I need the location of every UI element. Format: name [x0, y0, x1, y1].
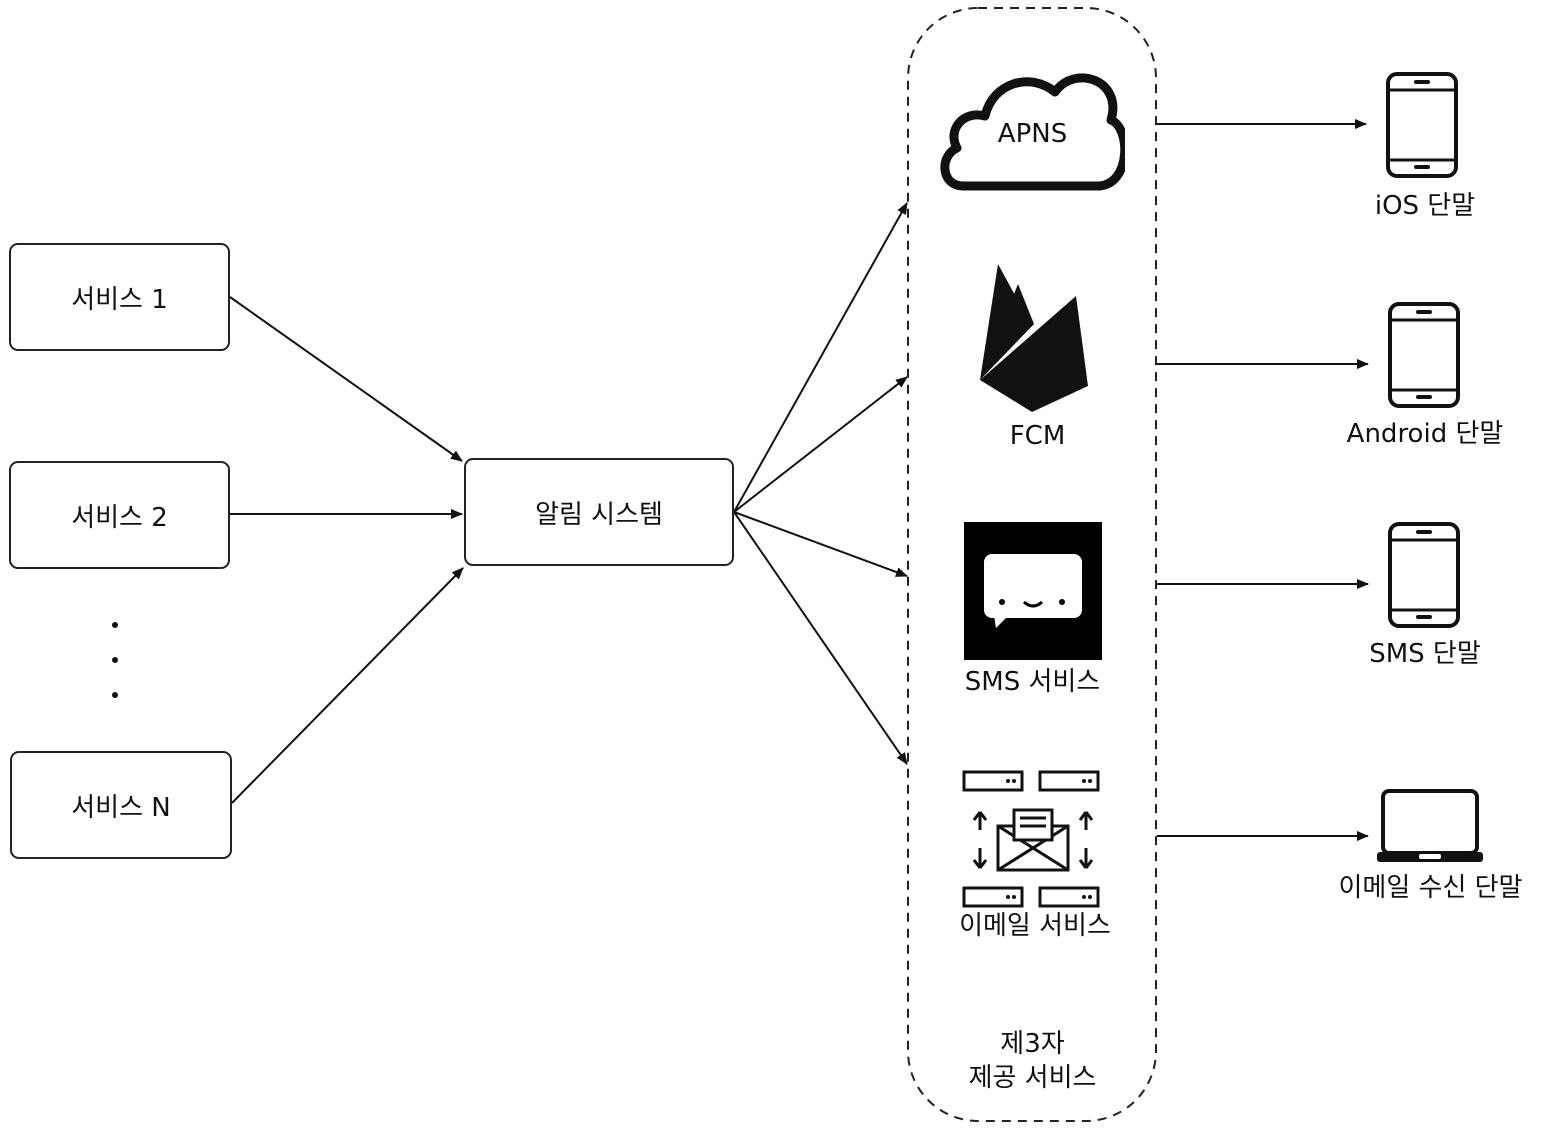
arrow-system-to-sms — [733, 511, 908, 577]
arrow-system-to-email — [733, 511, 908, 765]
email-device-label: 이메일 수신 단말 — [1338, 873, 1523, 903]
arrow-system-to-apns — [733, 202, 908, 513]
service-2-box[interactable]: 서비스 2 — [9, 461, 230, 569]
phone-icon — [1388, 522, 1460, 628]
ellipsis-dot — [112, 622, 118, 628]
service-n-box[interactable]: 서비스 N — [10, 751, 232, 859]
third-party-caption-line2: 제공 서비스 — [968, 1062, 1097, 1093]
chat-bubble-icon — [964, 522, 1102, 660]
firebase-icon — [980, 264, 1088, 412]
email-service-label: 이메일 서비스 — [959, 911, 1111, 941]
ios-device-label: iOS 단말 — [1374, 191, 1476, 221]
fcm-label: FCM — [1009, 421, 1066, 451]
laptop-icon — [1377, 789, 1483, 862]
arrow-serviceN-to-system — [231, 567, 464, 804]
service-1-label: 서비스 1 — [71, 284, 168, 315]
service-2-label: 서비스 2 — [71, 502, 168, 533]
third-party-caption: 제3자 제공 서비스 — [945, 1028, 1120, 1096]
notification-system-label: 알림 시스템 — [535, 499, 663, 530]
arrow-system-to-fcm — [733, 376, 908, 513]
arrow-service1-to-system — [229, 296, 463, 462]
service-n-label: 서비스 N — [71, 792, 171, 823]
phone-icon — [1386, 72, 1458, 178]
third-party-caption-line1: 제3자 — [1000, 1029, 1065, 1059]
ellipsis-dot — [112, 692, 118, 698]
notification-system-box[interactable]: 알림 시스템 — [464, 458, 734, 566]
third-party-container — [907, 7, 1157, 1122]
sms-device-label: SMS 단말 — [1369, 639, 1481, 669]
ellipsis-dot — [112, 657, 118, 663]
phone-icon — [1388, 302, 1460, 408]
android-device-label: Android 단말 — [1346, 419, 1504, 449]
cloud-icon — [940, 73, 1125, 191]
email-servers-icon — [962, 770, 1100, 908]
apns-label: APNS — [997, 119, 1068, 149]
service-1-box[interactable]: 서비스 1 — [9, 243, 230, 351]
sms-service-label: SMS 서비스 — [964, 667, 1101, 697]
